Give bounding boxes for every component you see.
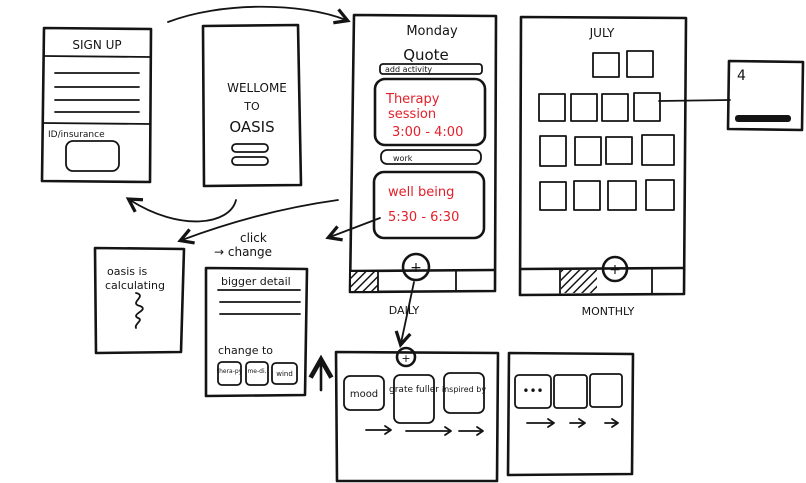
add-activity-panel: + mood grate fuller inspired by	[334, 346, 500, 483]
change-option-wind[interactable]	[271, 362, 298, 385]
flow-arrow-to-loading	[177, 199, 339, 245]
event-title-therapy-1: Therapy	[385, 92, 440, 107]
calendar-day[interactable]	[633, 92, 661, 122]
loading-screen: oasis is calculating	[93, 246, 186, 355]
more-card-2[interactable]	[553, 374, 588, 409]
change-option-meditation-label: me-di.	[247, 368, 266, 375]
flow-arrow-top	[167, 5, 351, 25]
daily-nav-hatched-tab[interactable]	[351, 272, 378, 291]
calendar-day[interactable]	[605, 136, 633, 165]
event-card-wellbeing[interactable]	[372, 170, 486, 240]
welcome-button-2[interactable]	[231, 156, 269, 166]
flow-arrow-to-edit	[325, 217, 381, 242]
calendar-day[interactable]	[645, 179, 675, 211]
loading-text-2: calculating	[105, 279, 165, 292]
more-card-1[interactable]	[514, 374, 552, 409]
add-panel-plus-icon: +	[401, 352, 410, 365]
change-option-wind-label: wind	[276, 370, 293, 378]
day-detail-number: 4	[737, 68, 746, 84]
flow-arrow-back	[125, 197, 237, 223]
add-panel-plus-button[interactable]	[395, 346, 417, 368]
welcome-button-1[interactable]	[231, 143, 269, 153]
add-panel-swipe-arrows	[365, 429, 483, 432]
day-detail-bar	[735, 115, 791, 122]
calendar-day[interactable]	[539, 135, 567, 167]
calendar-day[interactable]	[574, 136, 602, 166]
welcome-line3: OASIS	[229, 118, 274, 136]
day-detail-connector	[658, 99, 731, 102]
more-panel: •••	[506, 351, 635, 477]
monthly-caption: MONTHLY	[582, 305, 635, 318]
monthly-plus-icon: +	[609, 262, 621, 278]
welcome-line2: TO	[243, 100, 260, 113]
loading-squiggle	[134, 292, 144, 329]
calendar-day[interactable]	[538, 93, 566, 122]
more-card-3[interactable]	[589, 373, 623, 408]
daily-quote: Quote	[403, 46, 449, 64]
flow-arrow-to-add	[394, 281, 415, 348]
insurance-card-upload[interactable]	[65, 140, 120, 172]
monthly-nav-hatched-tab[interactable]	[561, 270, 597, 293]
card-inspired[interactable]	[443, 372, 485, 414]
calendar-day[interactable]	[573, 180, 601, 211]
insurance-label: ID/insurance	[48, 130, 105, 140]
calendar-day[interactable]	[607, 180, 637, 211]
daily-day: Monday	[406, 24, 458, 39]
event-card-therapy[interactable]	[373, 77, 487, 147]
add-activity-label: add activity	[385, 65, 432, 74]
daily-screen: Monday Quote add activity Therapy sessio…	[348, 13, 498, 317]
add-activity-field[interactable]	[379, 63, 483, 75]
calendar-day[interactable]	[592, 52, 620, 78]
work-label: work	[393, 154, 413, 163]
change-option-meditation[interactable]	[245, 361, 269, 386]
card-mood[interactable]	[343, 375, 385, 411]
daily-plus-icon: +	[410, 260, 422, 276]
calendar-day[interactable]	[539, 181, 567, 211]
change-option-therapy-label: thera-py	[217, 368, 243, 375]
monthly-screen: JULY + MONTHLY	[518, 15, 731, 318]
change-option-therapy[interactable]	[217, 361, 242, 386]
event-title-therapy-2: session	[388, 107, 436, 122]
event-title-wellbeing: well being	[388, 185, 454, 200]
edit-click-label-2: → change	[214, 245, 272, 259]
calendar-day[interactable]	[570, 93, 598, 122]
day-detail-popup: 4	[726, 59, 805, 132]
card-grateful-label: grate fuller	[389, 385, 439, 395]
loading-text-1: oasis is	[107, 265, 148, 278]
welcome-screen: WELLOME TO OASIS	[201, 23, 303, 188]
daily-caption: DAILY	[389, 304, 420, 317]
card-inspired-label: inspired by	[442, 385, 486, 394]
monthly-month: JULY	[589, 26, 615, 40]
work-item[interactable]	[380, 149, 482, 165]
card-grateful[interactable]	[393, 374, 435, 424]
event-time-therapy: 3:00 - 4:00	[392, 125, 463, 140]
change-to-label: change to	[218, 344, 273, 357]
signup-title: SIGN UP	[72, 38, 121, 52]
welcome-line1: WELLOME	[227, 81, 287, 95]
calendar-day[interactable]	[626, 50, 654, 78]
edit-click-label-1: click	[240, 231, 267, 245]
edit-screen: click → change bigger detail change to t…	[204, 231, 309, 398]
more-dots: •••	[522, 384, 543, 398]
calendar-day[interactable]	[601, 93, 629, 122]
event-time-wellbeing: 5:30 - 6:30	[388, 210, 459, 225]
monthly-add-button[interactable]	[601, 255, 629, 283]
signup-screen: SIGN UP ID/insurance	[40, 26, 153, 184]
card-mood-label: mood	[350, 389, 378, 400]
daily-add-button[interactable]	[401, 252, 431, 282]
calendar-day[interactable]	[641, 134, 675, 166]
edit-field-label: bigger detail	[221, 275, 291, 288]
calendar-grid	[538, 50, 675, 211]
